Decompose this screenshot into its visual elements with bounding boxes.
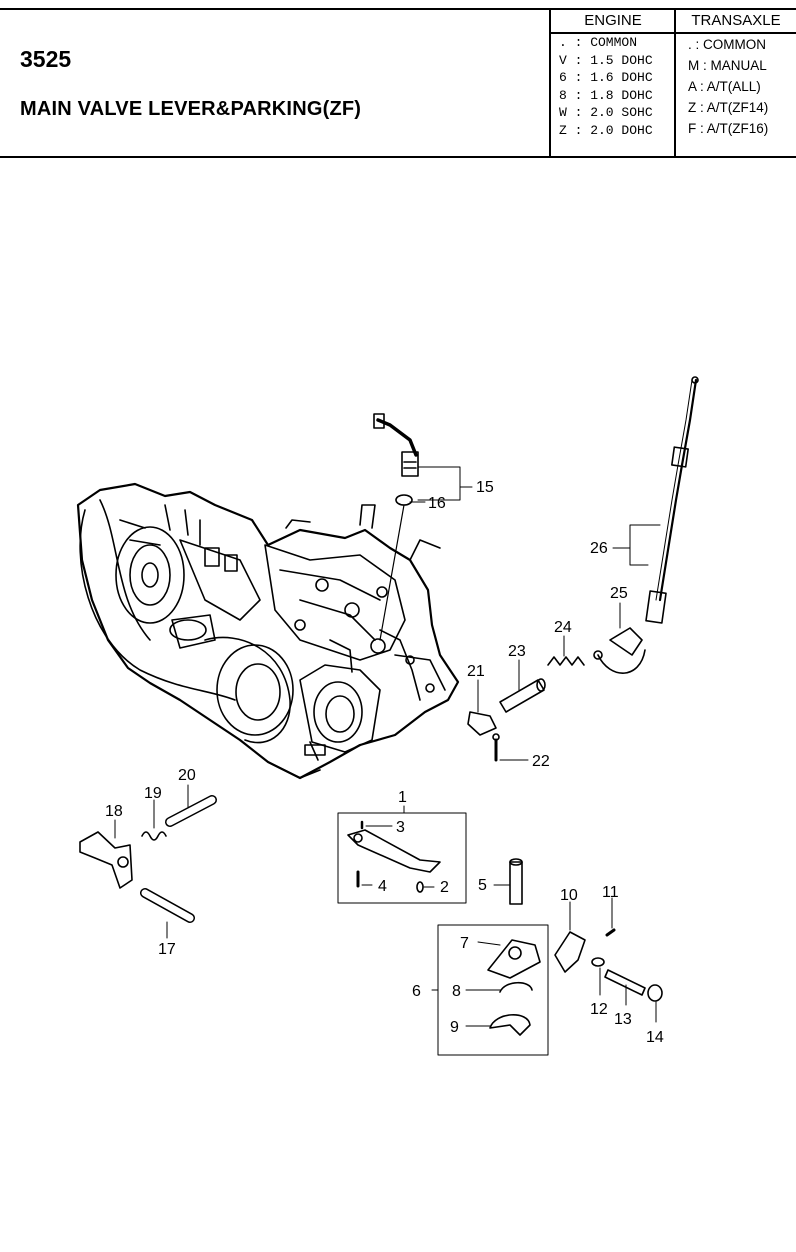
part-21-lever <box>467 711 497 736</box>
callout-6: 6 <box>412 983 421 1000</box>
callout-7: 7 <box>460 935 469 952</box>
callout-23: 23 <box>508 643 526 660</box>
callout-17: 17 <box>158 941 176 958</box>
engine-legend: ENGINE . : COMMON V : 1.5 DOHC 6 : 1.6 D… <box>549 10 675 156</box>
transaxle-legend-row: F : A/T(ZF16) <box>688 121 769 136</box>
part-15-leader-line <box>379 504 405 641</box>
part-10-detent-lever <box>554 931 586 973</box>
part-16-gasket <box>395 494 413 506</box>
transaxle-legend-row: . : COMMON <box>688 37 766 52</box>
callout-19: 19 <box>144 785 162 802</box>
transaxle-legend-row: A : A/T(ALL) <box>688 79 761 94</box>
callout-12: 12 <box>590 1001 608 1018</box>
transaxle-legend-row: Z : A/T(ZF14) <box>688 100 769 115</box>
callout-9: 9 <box>450 1019 459 1036</box>
callout-3: 3 <box>396 819 405 836</box>
transaxle-legend-heading: TRANSAXLE <box>676 10 796 34</box>
part-2-washer <box>416 881 424 893</box>
callout-26: 26 <box>590 540 608 557</box>
callout-25: 25 <box>610 585 628 602</box>
transaxle-legend: TRANSAXLE . : COMMON M : MANUAL A : A/T(… <box>674 10 796 156</box>
callout-8: 8 <box>452 983 461 1000</box>
part-25-cable-bracket <box>593 627 646 674</box>
callout-2: 2 <box>440 879 449 896</box>
part-13-shaft <box>604 969 646 996</box>
engine-legend-row: Z : 2.0 DOHC <box>559 122 653 138</box>
leader-lines <box>114 466 661 1027</box>
part-24-spring <box>547 656 585 666</box>
part-18-parking-pawl <box>79 831 133 889</box>
part-12-washer <box>591 957 605 967</box>
engine-legend-heading: ENGINE <box>551 10 675 34</box>
part-22-bolt <box>492 733 500 762</box>
part-26-select-cable <box>645 376 699 624</box>
callout-16: 16 <box>428 495 446 512</box>
callout-11: 11 <box>602 884 619 901</box>
engine-legend-row: W : 2.0 SOHC <box>559 105 653 120</box>
part-14-seal <box>647 984 663 1002</box>
callout-15: 15 <box>476 479 494 496</box>
title-block: 3525 MAIN VALVE LEVER&PARKING(ZF) ENGINE… <box>0 8 796 158</box>
part-23-pin <box>499 678 546 713</box>
callout-5: 5 <box>478 877 487 894</box>
engine-legend-row: 6 : 1.6 DOHC <box>559 70 653 85</box>
part-9-plate <box>489 1014 531 1036</box>
transaxle-legend-row: M : MANUAL <box>688 58 767 73</box>
part-15-inhibitor-switch <box>373 413 419 477</box>
callout-labels: 1 2 3 4 5 6 7 8 9 10 11 12 13 14 15 16 1… <box>105 479 664 1046</box>
part-19-spring <box>141 831 167 841</box>
part-number: 3525 <box>20 46 72 72</box>
part-11-pin <box>605 928 616 937</box>
part-1-detent-spring <box>347 829 441 873</box>
callout-22: 22 <box>532 753 550 770</box>
callout-20: 20 <box>178 767 196 784</box>
transaxle-case-illustration <box>76 482 460 780</box>
callout-21: 21 <box>467 663 485 680</box>
part-5-manual-shaft <box>509 858 523 905</box>
diagram-title: MAIN VALVE LEVER&PARKING(ZF) <box>20 98 362 120</box>
callout-18: 18 <box>105 803 123 820</box>
engine-legend-row: . : COMMON <box>559 35 638 50</box>
callout-13: 13 <box>614 1011 632 1028</box>
part-7-valve-lever <box>487 939 541 979</box>
engine-legend-row: 8 : 1.8 DOHC <box>559 87 653 103</box>
callout-1: 1 <box>398 789 407 806</box>
callout-4: 4 <box>378 878 387 895</box>
engine-legend-row: V : 1.5 DOHC <box>559 52 653 68</box>
part-1-assembly-box <box>337 812 467 904</box>
part-8-snap-ring <box>499 981 533 993</box>
callout-24: 24 <box>554 619 572 636</box>
callout-14: 14 <box>646 1029 664 1046</box>
callout-10: 10 <box>560 887 578 904</box>
